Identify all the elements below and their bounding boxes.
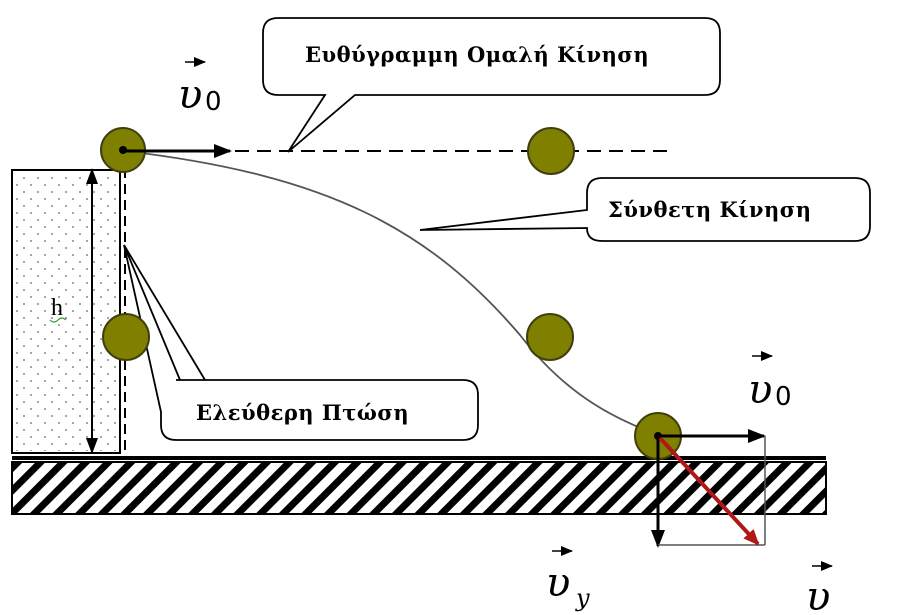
label-v: υ bbox=[806, 561, 833, 615]
label-vy: υ y bbox=[546, 546, 590, 612]
height-arrow bbox=[86, 168, 98, 454]
label-v0-top-subscript: 0 bbox=[205, 87, 222, 117]
ball-trajectory bbox=[526, 313, 574, 361]
callout-free-fall-text: Ελεύθερη Πτώση bbox=[196, 400, 409, 425]
label-v0-top: υ 0 bbox=[178, 57, 222, 118]
label-vy-symbol: υ bbox=[546, 560, 570, 606]
label-v0-right-subscript: 0 bbox=[775, 382, 792, 412]
velocity-components bbox=[651, 429, 766, 548]
label-v0-right-symbol: υ bbox=[748, 367, 772, 413]
callout-composite-motion-text: Σύνθετη Κίνηση bbox=[608, 197, 811, 222]
label-v0-right: υ 0 bbox=[748, 351, 792, 413]
callout-uniform-motion-text: Ευθύγραμμη Ομαλή Κίνηση bbox=[305, 42, 649, 67]
label-v0-top-symbol: υ bbox=[178, 72, 202, 118]
label-vy-subscript: y bbox=[575, 584, 590, 612]
callout-uniform-motion: Ευθύγραμμη Ομαλή Κίνηση bbox=[262, 17, 721, 153]
ball-uniform-motion bbox=[527, 127, 575, 175]
callout-composite-motion: Σύνθετη Κίνηση bbox=[419, 177, 871, 242]
cliff bbox=[11, 169, 121, 454]
v-resultant-arrow bbox=[658, 436, 760, 546]
callout-free-fall: Ελεύθερη Πτώση bbox=[123, 244, 479, 441]
height-label-underline bbox=[49, 317, 67, 323]
ball-free-fall bbox=[102, 313, 150, 361]
height-label: h bbox=[51, 295, 63, 321]
label-v-symbol: υ bbox=[806, 574, 830, 615]
trajectory-curve bbox=[124, 150, 661, 437]
